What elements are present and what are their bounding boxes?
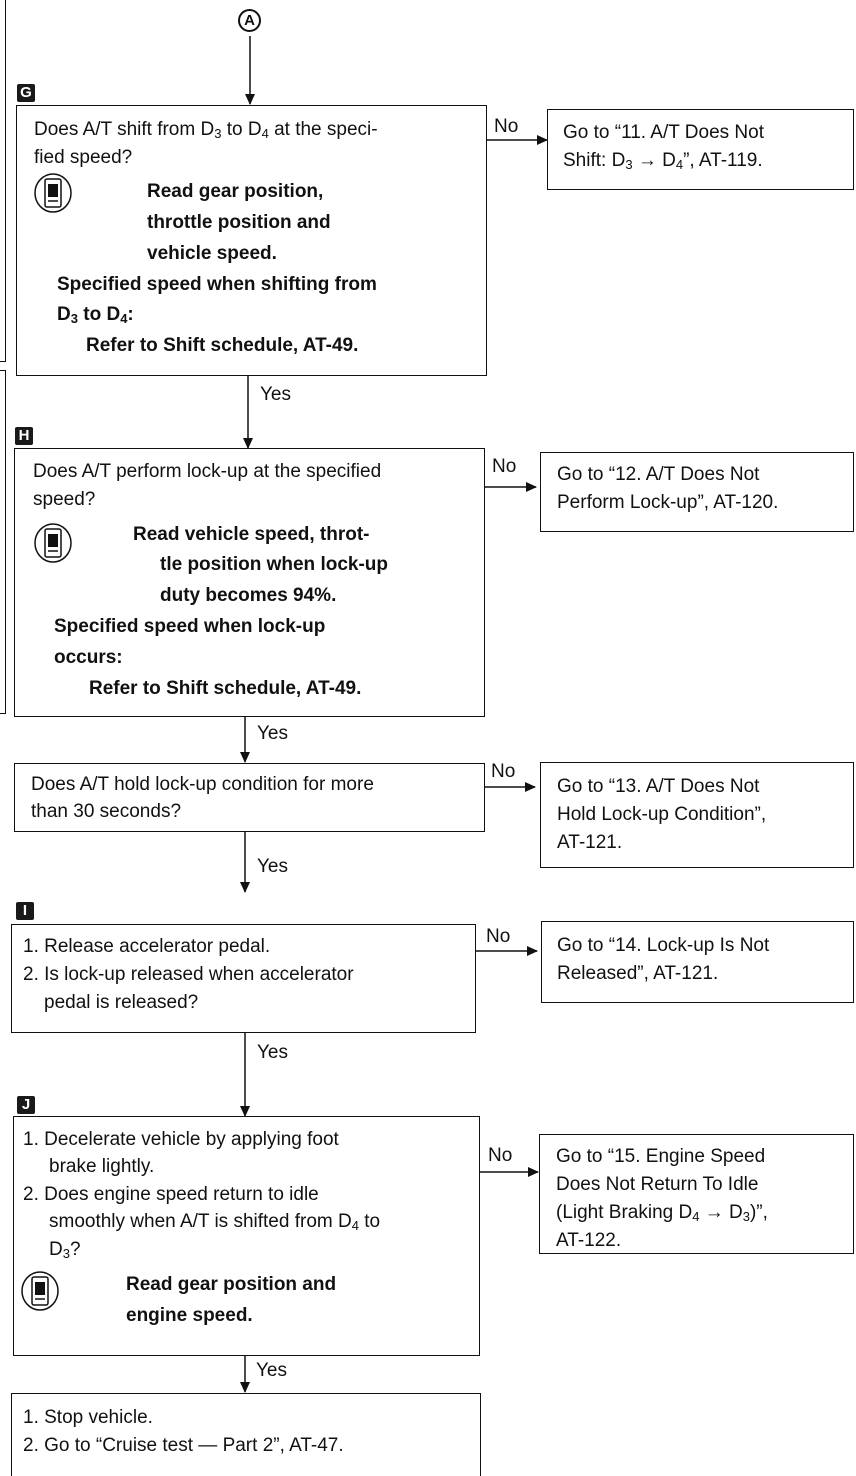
step-h-yes-label: Yes	[257, 723, 288, 744]
step-hold-question-line1: Does A/T hold lock-up condition for more	[31, 774, 374, 795]
step-j-line2: brake lightly.	[49, 1156, 155, 1177]
step-h-read-line1: Read vehicle speed, throt-	[133, 524, 370, 545]
step-g-question-line2: fied speed?	[34, 147, 133, 168]
connector-a-label: A	[244, 12, 255, 29]
step-j-line4: smoothly when A/T is shifted from D4 to	[49, 1211, 381, 1233]
connector-a: A	[238, 9, 261, 32]
step-marker-h: H	[15, 427, 33, 445]
step-i-no-target-box	[541, 921, 854, 1003]
step-g-no-label: No	[494, 116, 519, 137]
consult-tester-icon	[21, 1271, 59, 1311]
step-j-line5: D3?	[49, 1239, 81, 1261]
step-marker-g: G	[17, 84, 35, 102]
step-i-yes-label: Yes	[257, 1042, 288, 1063]
step-h-box	[14, 448, 485, 717]
step-h-refer: Refer to Shift schedule, AT-49.	[89, 678, 362, 699]
step-h-no-target-line1: Go to “12. A/T Does Not	[557, 464, 760, 485]
step-g-spec-line2: D3 to D4:	[57, 304, 134, 326]
consult-tester-icon	[34, 173, 72, 213]
step-marker-i: I	[16, 902, 34, 920]
step-j-line1: 1. Decelerate vehicle by applying foot	[23, 1129, 339, 1150]
step-hold-no-label: No	[491, 761, 516, 782]
step-g-yes-label: Yes	[260, 384, 291, 405]
step-g-question: Does A/T shift from D3 to D4 at the spec…	[34, 119, 378, 141]
step-j-read-line2: engine speed.	[126, 1305, 253, 1326]
step-j-line3: 2. Does engine speed return to idle	[23, 1184, 319, 1205]
step-j-no-target-line1: Go to “15. Engine Speed	[556, 1146, 766, 1167]
final-step-box	[11, 1393, 481, 1476]
step-i-no-target-line2: Released”, AT-121.	[557, 963, 719, 984]
consult-tester-icon	[34, 523, 72, 563]
step-g-spec-line1: Specified speed when shifting from	[57, 274, 377, 295]
step-hold-no-target-line1: Go to “13. A/T Does Not	[557, 776, 760, 797]
step-g-no-target-line1: Go to “11. A/T Does Not	[563, 122, 765, 143]
step-j-yes-label: Yes	[256, 1360, 287, 1381]
step-g-read-line2: throttle position and	[147, 212, 331, 233]
final-step-line2: 2. Go to “Cruise test — Part 2”, AT-47.	[23, 1435, 344, 1456]
step-h-no-target-line2: Perform Lock-up”, AT-120.	[557, 492, 779, 513]
step-g-read-line3: vehicle speed.	[147, 243, 277, 264]
step-h-spec-line2: occurs:	[54, 647, 123, 668]
step-i-no-target-line1: Go to “14. Lock-up Is Not	[557, 935, 770, 956]
step-hold-yes-label: Yes	[257, 856, 288, 877]
step-g-box	[16, 105, 487, 376]
step-hold-no-target-box	[540, 762, 854, 868]
step-h-question-line2: speed?	[33, 489, 96, 510]
step-hold-no-target-line2: Hold Lock-up Condition”,	[557, 804, 767, 825]
step-j-no-target-line4: AT-122.	[556, 1230, 622, 1251]
step-i-line1: 1. Release accelerator pedal.	[23, 936, 271, 957]
step-i-box	[11, 924, 476, 1033]
step-j-read-line1: Read gear position and	[126, 1274, 337, 1295]
step-j-no-target-line2: Does Not Return To Idle	[556, 1174, 759, 1195]
step-g-read-line1: Read gear position,	[147, 181, 324, 202]
step-j-no-label: No	[488, 1145, 513, 1166]
step-h-no-target-box	[540, 452, 854, 532]
step-h-spec-line1: Specified speed when lock-up	[54, 616, 326, 637]
final-step-line1: 1. Stop vehicle.	[23, 1407, 153, 1428]
step-g-refer: Refer to Shift schedule, AT-49.	[86, 335, 359, 356]
step-i-line3: pedal is released?	[44, 992, 199, 1013]
step-marker-j: J	[17, 1096, 35, 1114]
step-g-no-target-box	[547, 109, 854, 190]
step-j-no-target-box	[539, 1134, 854, 1254]
step-j-no-target-line3: (Light Braking D4 → D3)”,	[556, 1202, 768, 1224]
page-edge-bracket-bottom	[0, 370, 6, 714]
page-edge-bracket-top	[0, 0, 6, 362]
step-i-line2: 2. Is lock-up released when accelerator	[23, 964, 354, 985]
step-g-no-target-line2: Shift: D3 → D4”, AT-119.	[563, 150, 763, 172]
step-j-box	[13, 1116, 480, 1356]
step-hold-no-target-line3: AT-121.	[557, 832, 623, 853]
step-hold-box	[14, 763, 485, 832]
step-h-read-line2: tle position when lock-up	[160, 554, 388, 575]
step-hold-question-line2: than 30 seconds?	[31, 801, 182, 822]
step-h-no-label: No	[492, 456, 517, 477]
step-h-read-line3: duty becomes 94%.	[160, 585, 337, 606]
step-i-no-label: No	[486, 926, 511, 947]
step-h-question-line1: Does A/T perform lock-up at the specifie…	[33, 461, 382, 482]
